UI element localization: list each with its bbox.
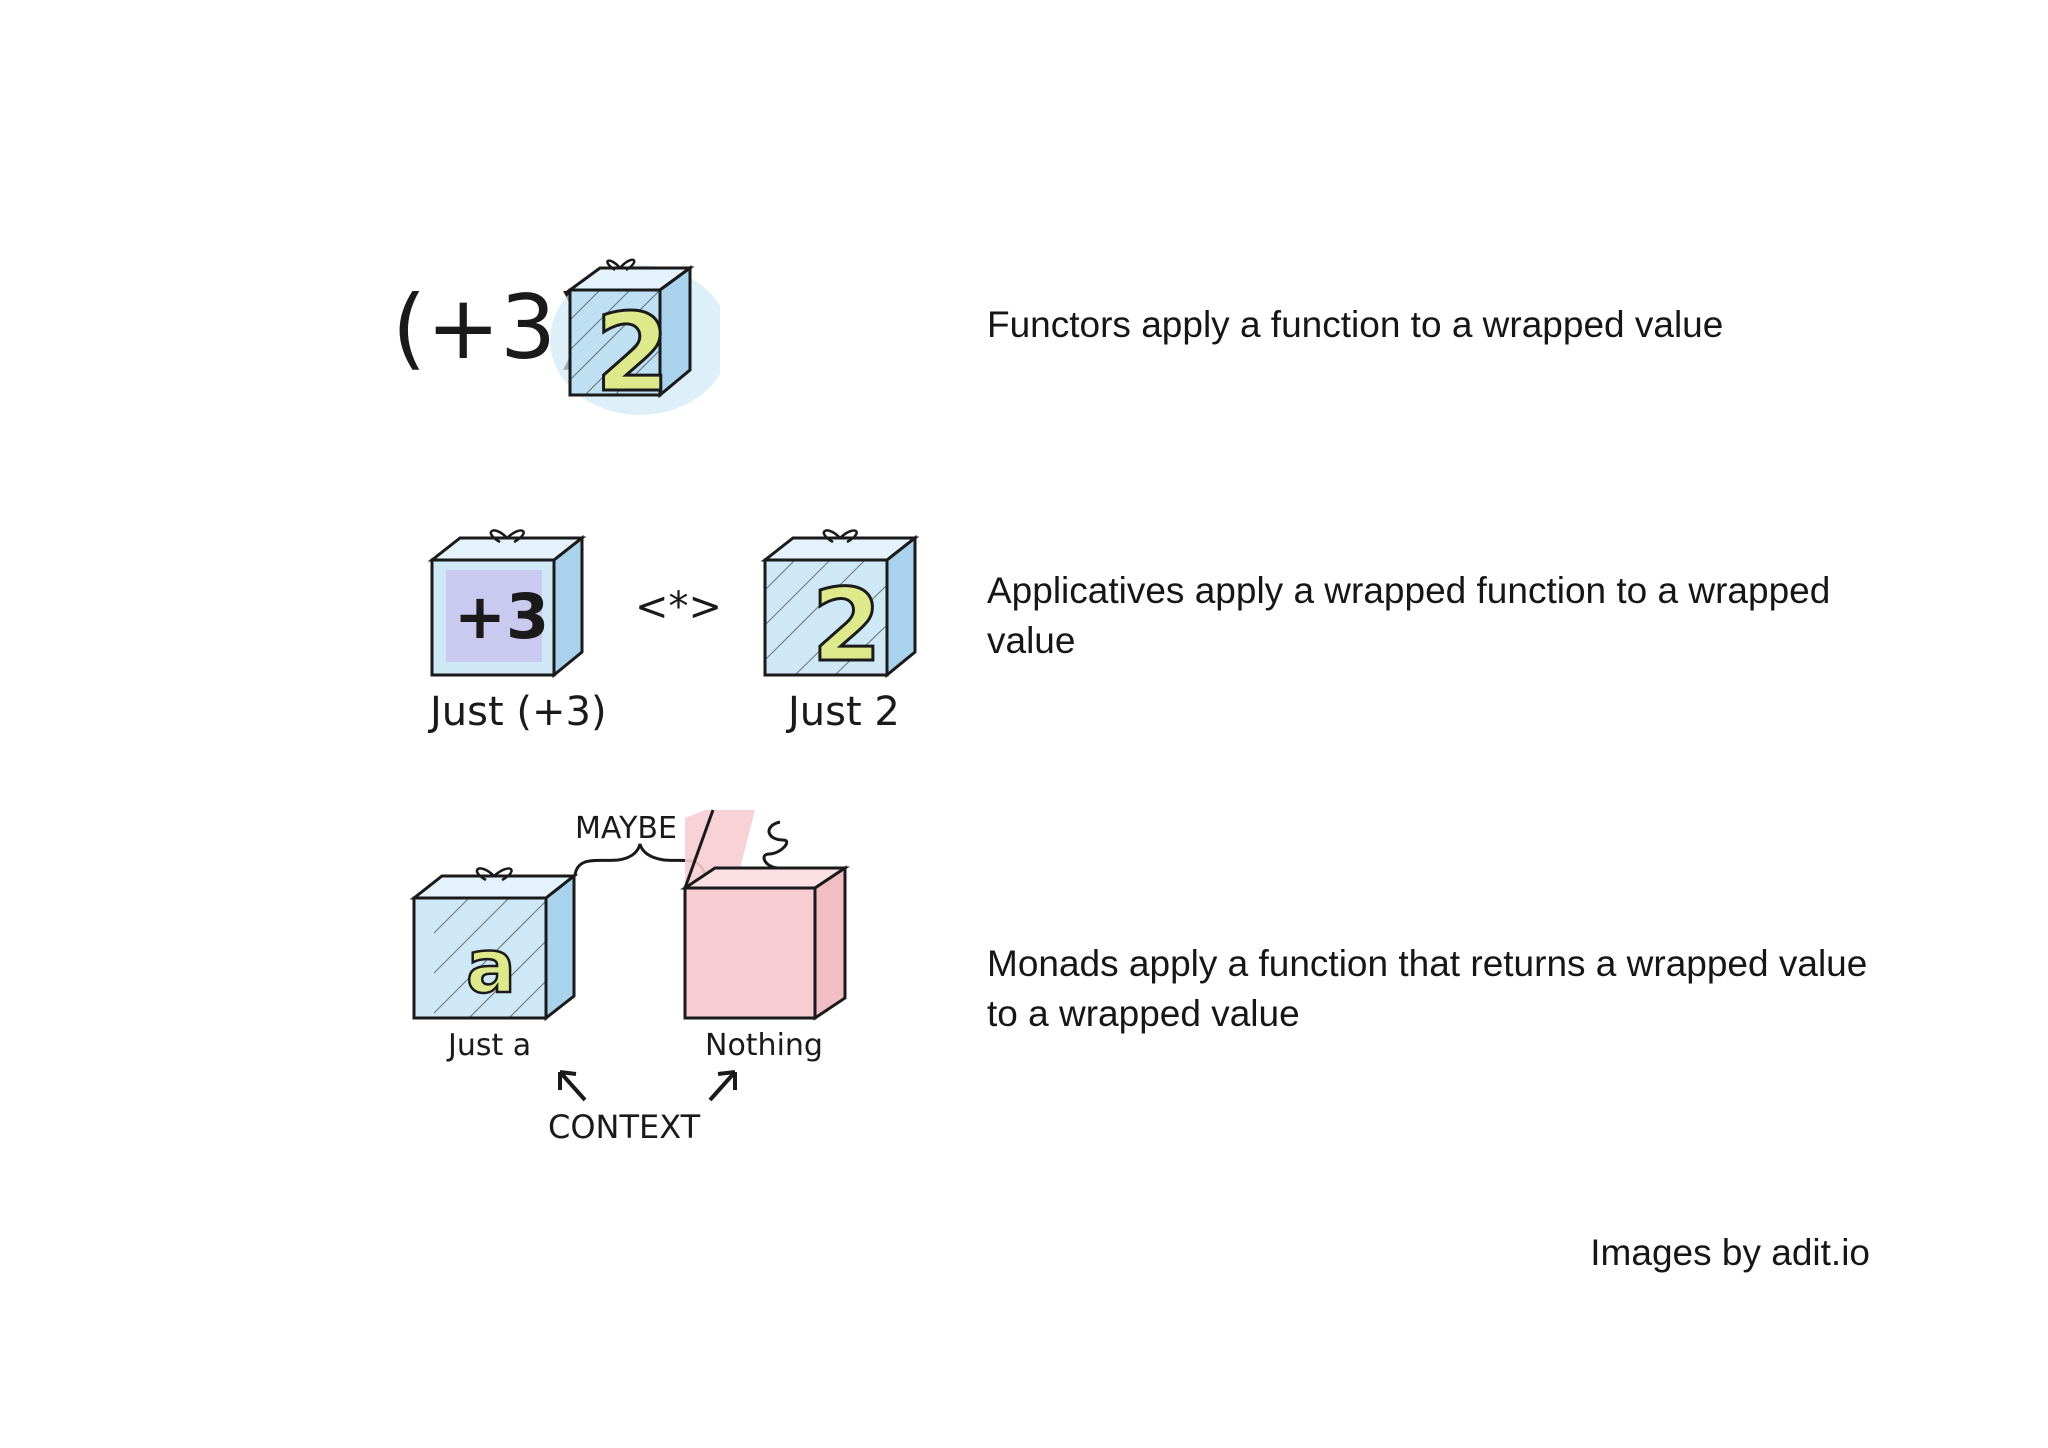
just-a-box [409, 867, 579, 1022]
maybe-brace-label: MAYBE [575, 811, 677, 846]
applicative-function-value: +3 [454, 580, 549, 653]
applicative-left-label: Just (+3) [427, 689, 607, 735]
applicative-function-box [427, 529, 587, 679]
applicative-box-value: 2 [812, 567, 882, 684]
just-a-box-value: a [466, 924, 516, 1010]
functor-caption: Functors apply a function to a wrapped v… [987, 304, 1724, 345]
context-arrow-right [708, 1070, 737, 1102]
applicative-right-label: Just 2 [785, 689, 900, 735]
applicative-caption: Applicatives apply a wrapped function to… [987, 570, 1831, 661]
nothing-box [680, 809, 850, 1021]
hatch-pattern [569, 289, 661, 396]
just-a-label: Just a [446, 1028, 531, 1063]
image-credit: Images by adit.io [1590, 1232, 1870, 1273]
functor-wrapped-value-box [550, 258, 720, 415]
functor-box-value: 2 [595, 291, 670, 416]
monad-illustration: MAYBE a Just a Nothing CONTEXT [409, 809, 850, 1146]
applicative-apply-operator: <*> [635, 584, 722, 630]
maybe-brace [573, 843, 707, 876]
nothing-label: Nothing [705, 1028, 823, 1063]
monad-caption: Monads apply a function that returns a w… [987, 943, 1868, 1034]
applicative-value-box [760, 529, 920, 679]
context-arrow-left [558, 1070, 587, 1102]
applicative-illustration: +3 <*> 2 Just (+3) Just 2 [427, 529, 920, 735]
context-label: CONTEXT [548, 1108, 701, 1146]
functor-illustration: (+3) 2 [392, 258, 720, 418]
